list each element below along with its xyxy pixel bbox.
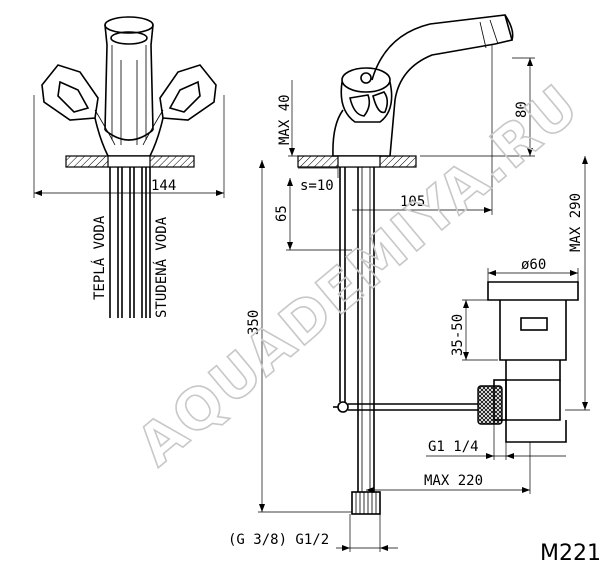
max-220-label: MAX 220 [424, 473, 483, 489]
drain-rod [333, 167, 478, 413]
cold-water-label: STUDENÁ VODA [153, 216, 170, 318]
range-35-50-label: 35-50 [450, 314, 466, 356]
front-handle-right [142, 64, 217, 146]
model-code: M221 [540, 541, 601, 566]
drain-dimensions: ø60 35-50 G1 1/4 MAX 220 [366, 257, 579, 494]
front-handle-left [41, 64, 116, 146]
max-40-label: MAX 40 [277, 94, 293, 145]
side-handle [340, 67, 393, 123]
side-supply-pipe [351, 167, 381, 515]
thread-g12-label: (G 3/8) G1/2 [228, 532, 329, 548]
front-supply-pipes [109, 167, 151, 318]
diameter-60-label: ø60 [521, 257, 546, 273]
length-350-label: 350 [246, 310, 262, 335]
max-290-label: MAX 290 [568, 193, 584, 252]
height-80-label: 80 [514, 101, 530, 118]
front-width-dimension: 144 [33, 95, 225, 198]
knurled-knob [477, 385, 503, 425]
front-spout [104, 16, 154, 145]
thread-g114-label: G1 1/4 [428, 439, 479, 455]
s10-label: s=10 [300, 178, 334, 194]
front-view: 144 TEPLÁ VODA STUDENÁ VODA [33, 16, 225, 318]
width-144-label: 144 [151, 178, 176, 194]
side-spout [371, 14, 514, 157]
side-dimensions: MAX 40 s=10 65 105 80 MAX 290 350 (G 3/8… [228, 44, 590, 552]
drain-detail [477, 281, 579, 443]
depth-65-label: 65 [274, 205, 290, 222]
reach-105-label: 105 [400, 194, 425, 210]
warm-water-label: TEPLÁ VODA [91, 215, 108, 300]
side-view [297, 14, 514, 515]
